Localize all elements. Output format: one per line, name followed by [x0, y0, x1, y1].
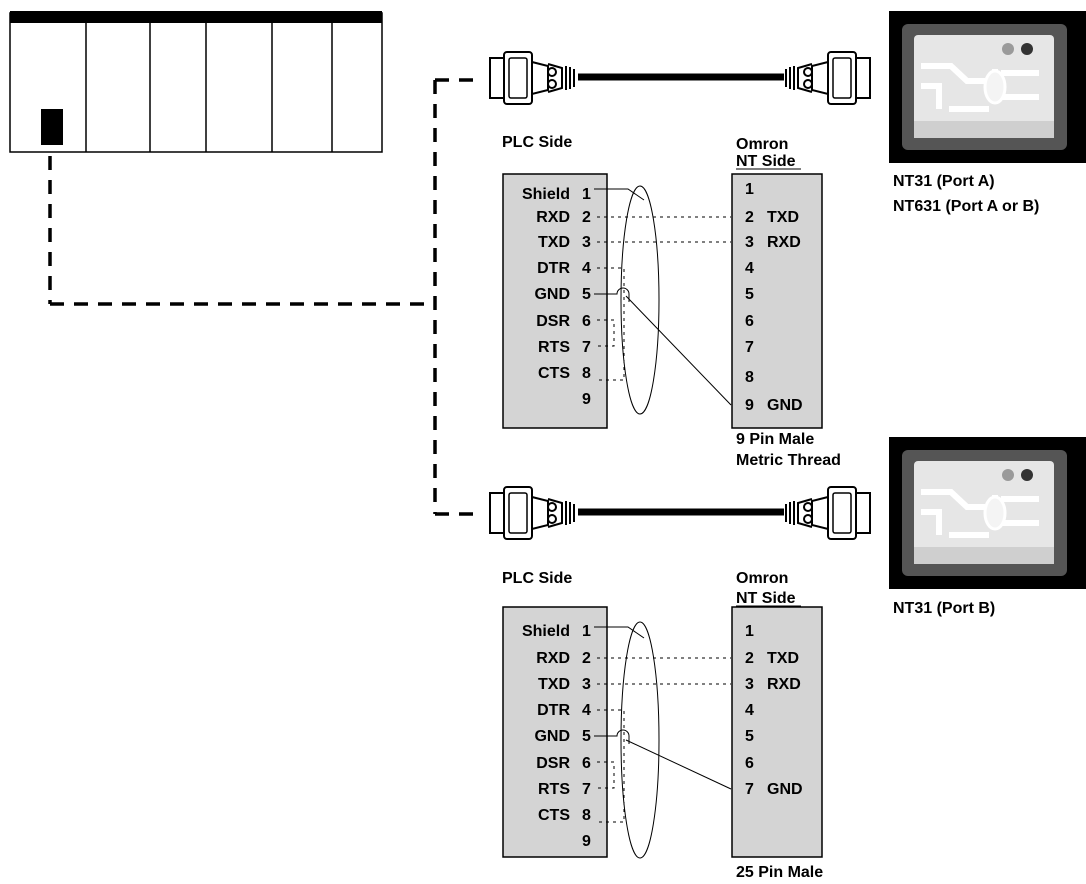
dashed-routing	[48, 78, 480, 516]
nt-pin-numbers: 1 2 3 4 5 6 7 8 9	[745, 181, 754, 414]
plc-connector-icon	[489, 486, 575, 540]
nt-pin-name: GND	[767, 397, 803, 414]
plc-pin-number: 4	[582, 702, 591, 719]
connector-note: 25 Pin Male	[736, 864, 823, 881]
nt-pin-name: RXD	[767, 676, 801, 693]
plc-pin-number: 5	[582, 286, 591, 303]
plc-pin-number: 2	[582, 650, 591, 667]
bottom-wiring: PLC Side Omron NT Side Shield RXD TXD DT…	[502, 570, 823, 859]
plc-pin-number: 7	[582, 339, 591, 356]
nt-pin-name: TXD	[767, 209, 799, 226]
nt-terminal-icon-bottom	[889, 437, 1086, 589]
nt-pin-numbers: 1 2 3 4 5 6 7	[745, 623, 754, 798]
top-cable	[489, 51, 871, 105]
plc-pin-name: Shield	[522, 186, 570, 203]
plc-side-label: PLC Side	[502, 134, 572, 151]
nt-pin-number: 8	[745, 369, 754, 386]
nt-pin-number: 4	[745, 260, 754, 277]
plc-pin-number: 8	[582, 365, 591, 382]
plc-rack	[9, 11, 383, 153]
plc-pin-number: 9	[582, 391, 591, 408]
nt-pin-number: 9	[745, 397, 754, 414]
nt-terminal-icon-top	[889, 11, 1086, 163]
plc-pin-name: DSR	[536, 755, 570, 772]
nt-pin-number: 6	[745, 755, 754, 772]
nt-pin-number: 1	[745, 181, 754, 198]
plc-pin-name: GND	[534, 728, 570, 745]
device-label: NT631 (Port A or B)	[893, 198, 1039, 215]
nt-side-label: Omron	[736, 136, 788, 153]
nt-pin-number: 5	[745, 286, 754, 303]
plc-pin-name: RTS	[538, 339, 570, 356]
plc-pin-number: 9	[582, 833, 591, 850]
plc-pin-number: 3	[582, 676, 591, 693]
nt-side-label: Omron	[736, 570, 788, 587]
device-label: NT31 (Port B)	[893, 600, 995, 617]
nt-pin-number: 2	[745, 209, 754, 226]
nt-pin-name: RXD	[767, 234, 801, 251]
plc-port	[41, 109, 63, 145]
plc-pin-number: 4	[582, 260, 591, 277]
plc-pin-number: 5	[582, 728, 591, 745]
plc-pin-name: DTR	[537, 702, 570, 719]
plc-pin-numbers: 1 2 3 4 5 6 7 8 9	[582, 186, 591, 408]
plc-pin-block	[502, 173, 608, 429]
nt-pin-number: 1	[745, 623, 754, 640]
plc-pin-name: DTR	[537, 260, 570, 277]
nt-pin-number: 3	[745, 676, 754, 693]
plc-pin-number: 6	[582, 755, 591, 772]
plc-pin-name: RXD	[536, 650, 570, 667]
plc-pin-number: 3	[582, 234, 591, 251]
plc-pin-name: CTS	[538, 365, 570, 382]
plc-pin-number: 8	[582, 807, 591, 824]
top-wiring: PLC Side Omron NT Side Shield RXD TXD DT…	[502, 134, 823, 429]
plc-pin-number: 1	[582, 186, 591, 203]
plc-pin-numbers: 1 2 3 4 5 6 7 8 9	[582, 623, 591, 850]
nt-pin-number: 6	[745, 313, 754, 330]
nt-pin-number: 7	[745, 339, 754, 356]
plc-pin-name: RTS	[538, 781, 570, 798]
connector-note: 9 Pin Male	[736, 431, 814, 448]
plc-pin-name: DSR	[536, 313, 570, 330]
nt-pin-number: 4	[745, 702, 754, 719]
nt-connector-icon	[785, 486, 871, 540]
nt-pin-block	[731, 173, 823, 429]
nt-pin-block	[731, 606, 823, 858]
bottom-cable	[489, 486, 871, 540]
device-label: NT31 (Port A)	[893, 173, 995, 190]
nt-side-label: NT Side	[736, 590, 796, 607]
nt-side-label: NT Side	[736, 153, 796, 170]
nt-pin-number: 3	[745, 234, 754, 251]
plc-pin-names: Shield RXD TXD DTR GND DSR RTS CTS	[522, 186, 570, 382]
plc-pin-number: 1	[582, 623, 591, 640]
plc-pin-name: TXD	[538, 234, 570, 251]
plc-pin-number: 7	[582, 781, 591, 798]
plc-pin-name: RXD	[536, 209, 570, 226]
nt-pin-name: GND	[767, 781, 803, 798]
nt-pin-names: TXD RXD GND	[767, 650, 803, 798]
nt-connector-icon	[785, 51, 871, 105]
plc-pin-block	[502, 606, 608, 858]
plc-side-label: PLC Side	[502, 570, 572, 587]
plc-pin-name: CTS	[538, 807, 570, 824]
plc-pin-names: Shield RXD TXD DTR GND DSR RTS CTS	[522, 623, 570, 824]
plc-pin-name: GND	[534, 286, 570, 303]
nt-pin-number: 7	[745, 781, 754, 798]
plc-pin-name: TXD	[538, 676, 570, 693]
plc-pin-number: 2	[582, 209, 591, 226]
connector-note: Metric Thread	[736, 452, 841, 469]
nt-pin-name: TXD	[767, 650, 799, 667]
nt-pin-number: 2	[745, 650, 754, 667]
plc-pin-number: 6	[582, 313, 591, 330]
nt-pin-names: TXD RXD GND	[767, 209, 803, 414]
nt-pin-number: 5	[745, 728, 754, 745]
plc-connector-icon	[489, 51, 575, 105]
plc-pin-name: Shield	[522, 623, 570, 640]
